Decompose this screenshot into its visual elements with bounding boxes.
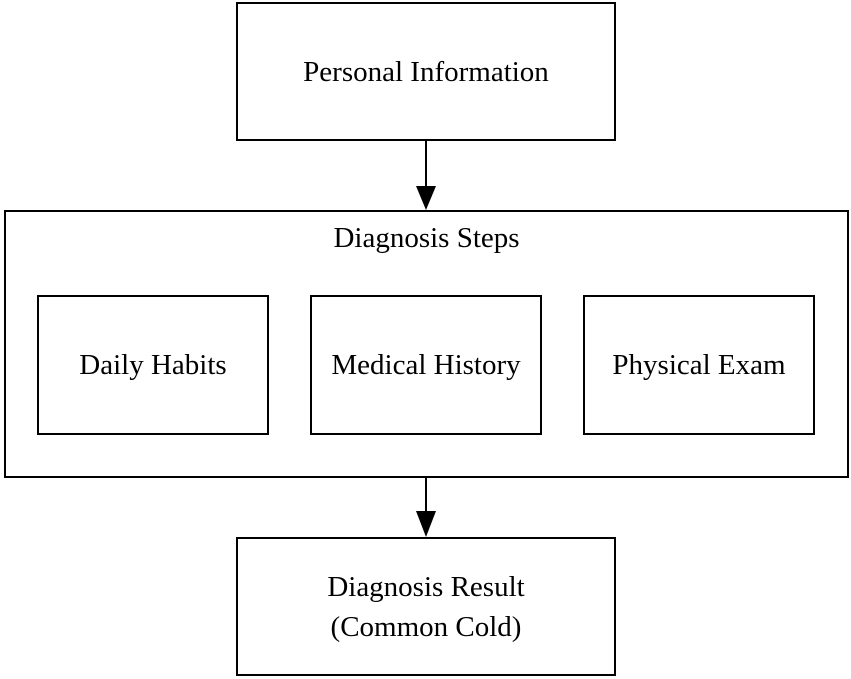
personal-information-label: Personal Information	[303, 55, 549, 88]
arrow-personal-to-steps	[416, 140, 436, 210]
diagnosis-result-label: Diagnosis Result	[327, 570, 525, 603]
step-daily-habits: Daily Habits	[37, 295, 269, 435]
step-medical-history: Medical History	[310, 295, 542, 435]
diagnosis-steps-title: Diagnosis Steps	[333, 222, 520, 254]
step-physical-exam: Physical Exam	[583, 295, 815, 435]
personal-information-box: Personal Information	[236, 2, 616, 141]
step-label: Medical History	[331, 349, 521, 381]
arrow-steps-to-result	[416, 477, 436, 537]
step-label: Daily Habits	[79, 349, 227, 381]
diagnosis-result-value: (Common Cold)	[330, 610, 522, 643]
step-label: Physical Exam	[612, 349, 786, 381]
diagnosis-result-box: Diagnosis Result (Common Cold)	[236, 537, 616, 676]
